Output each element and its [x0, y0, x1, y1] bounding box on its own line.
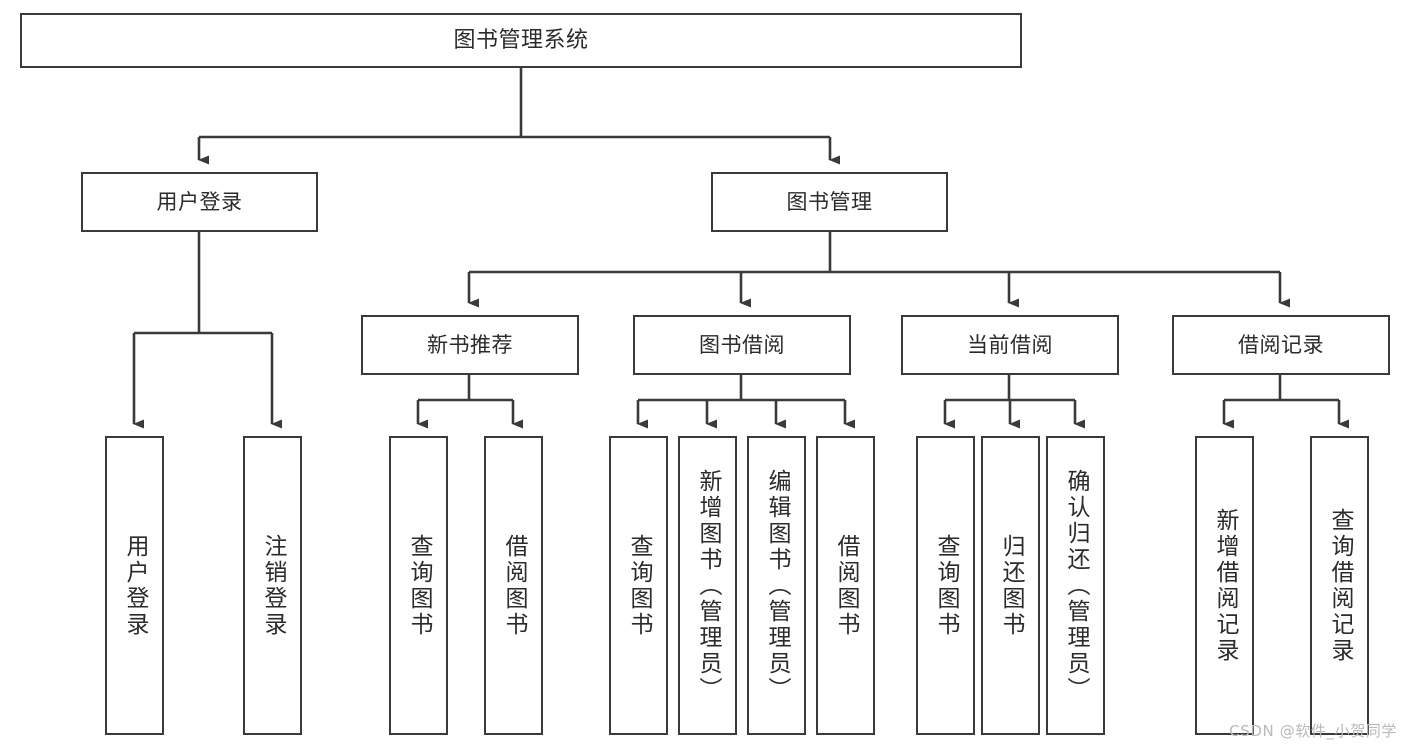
node-book-manage[interactable]: 图书管理: [711, 172, 948, 232]
node-book-borrow-label: 图书借阅: [699, 332, 785, 357]
node-book-borrow[interactable]: 图书借阅: [633, 315, 851, 375]
node-borrow-record-label: 借阅记录: [1238, 332, 1324, 357]
node-leaf-add-book-label: 新增图书（管理员）: [695, 468, 721, 703]
node-leaf-query-book-1-label: 查询图书: [406, 533, 432, 638]
node-leaf-return-book-label: 归还图书: [998, 533, 1024, 638]
node-current-borrow-label: 当前借阅: [967, 332, 1053, 357]
node-leaf-user-login[interactable]: 用户登录: [105, 436, 164, 735]
node-leaf-borrow-book-2-label: 借阅图书: [833, 533, 859, 638]
node-leaf-add-record[interactable]: 新增借阅记录: [1195, 436, 1254, 735]
node-leaf-borrow-book-1-label: 借阅图书: [501, 533, 527, 638]
node-leaf-borrow-book-2[interactable]: 借阅图书: [816, 436, 875, 735]
node-new-book-recommend[interactable]: 新书推荐: [361, 315, 579, 375]
node-leaf-query-book-2-label: 查询图书: [626, 533, 652, 638]
node-leaf-logout[interactable]: 注销登录: [243, 436, 302, 735]
node-current-borrow[interactable]: 当前借阅: [901, 315, 1119, 375]
node-root-system-label: 图书管理系统: [453, 27, 589, 53]
node-leaf-add-book[interactable]: 新增图书（管理员）: [678, 436, 737, 735]
node-leaf-query-record[interactable]: 查询借阅记录: [1310, 436, 1369, 735]
node-user-login[interactable]: 用户登录: [81, 172, 318, 232]
node-leaf-query-record-label: 查询借阅记录: [1327, 507, 1353, 664]
node-root-system[interactable]: 图书管理系统: [20, 13, 1022, 68]
node-user-login-label: 用户登录: [156, 189, 243, 214]
csdn-watermark: CSDN @软件_小贺同学: [1229, 722, 1397, 740]
node-leaf-confirm-return-label: 确认归还（管理员）: [1063, 468, 1089, 703]
node-borrow-record[interactable]: 借阅记录: [1172, 315, 1390, 375]
node-leaf-user-login-label: 用户登录: [122, 533, 148, 638]
node-leaf-borrow-book-1[interactable]: 借阅图书: [484, 436, 543, 735]
node-leaf-add-record-label: 新增借阅记录: [1212, 507, 1238, 664]
node-new-book-recommend-label: 新书推荐: [427, 332, 513, 357]
node-leaf-query-book-2[interactable]: 查询图书: [609, 436, 668, 735]
node-leaf-query-book-3[interactable]: 查询图书: [916, 436, 975, 735]
node-leaf-logout-label: 注销登录: [260, 533, 286, 638]
node-leaf-query-book-1[interactable]: 查询图书: [389, 436, 448, 735]
node-book-manage-label: 图书管理: [786, 189, 873, 214]
node-leaf-edit-book[interactable]: 编辑图书（管理员）: [747, 436, 806, 735]
node-leaf-edit-book-label: 编辑图书（管理员）: [764, 468, 790, 703]
node-leaf-confirm-return[interactable]: 确认归还（管理员）: [1046, 436, 1105, 735]
node-leaf-return-book[interactable]: 归还图书: [981, 436, 1040, 735]
node-leaf-query-book-3-label: 查询图书: [933, 533, 959, 638]
